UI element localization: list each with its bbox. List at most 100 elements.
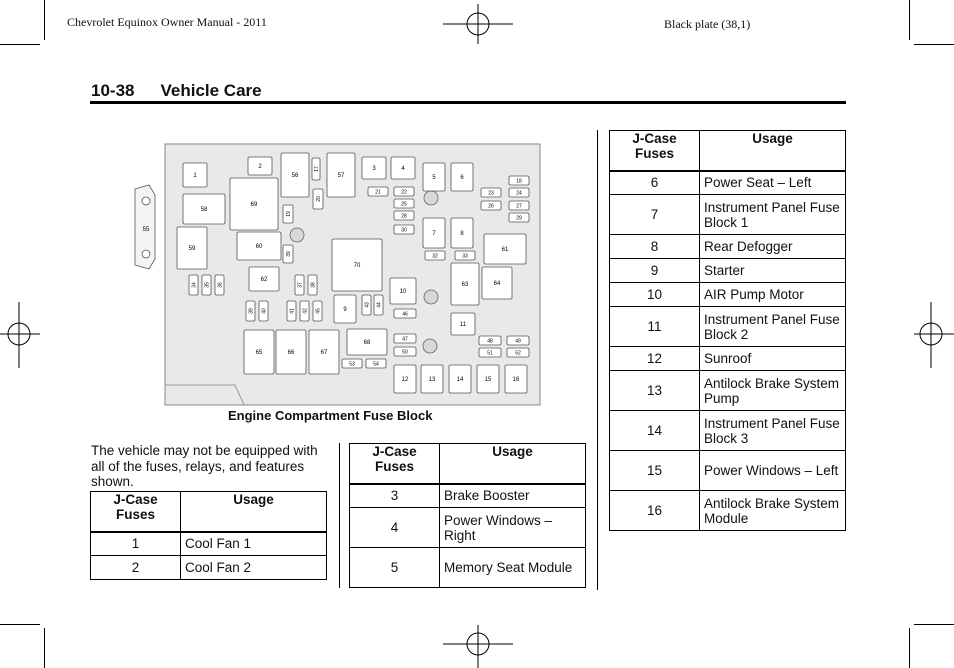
crop-mark [44,0,45,40]
registration-mark [0,302,40,368]
column-header-usage: Usage [180,491,327,532]
fuse-usage: Brake Booster [439,483,586,508]
fuse-slot [476,364,500,394]
fuse-number: 9 [609,258,700,283]
fuse-label: 38 [311,282,317,288]
fuse-slot [326,152,356,198]
fuse-label: 12 [402,377,409,383]
fuse-number: 14 [609,410,700,451]
fuse-label: 56 [292,173,299,179]
registration-mark [914,302,954,368]
fuse-slot [450,217,474,249]
crop-mark [909,628,910,668]
fuse-number: 2 [90,555,181,580]
fuse-slot [422,162,446,192]
fuse-label: 24 [516,191,522,197]
fuse-slot [393,210,415,221]
fuse-slot [236,231,282,261]
fuse-number: 1 [90,531,181,556]
spare-post [423,190,439,206]
fuse-label: 18 [516,179,522,185]
fuse-slot [245,300,256,322]
fuse-slot [188,274,199,296]
column-header-fuses: J-Case Fuses [90,491,181,532]
fuse-slot [393,346,417,357]
fuse-label: 51 [487,351,493,357]
fuse-number: 6 [609,170,700,195]
fuse-label: 36 [218,282,224,288]
fuse-label: 57 [338,173,345,179]
fuse-label: 21 [375,190,381,196]
fuse-slot [333,294,357,324]
fuse-label: 7 [432,231,436,237]
fuse-label: 53 [349,362,355,368]
fuse-usage: Instrument Panel Fuse Block 2 [699,306,846,347]
fuse-slot [280,152,310,198]
fuse-label: 33 [462,254,468,260]
fuse-usage: Sunroof [699,346,846,371]
fuse-slot [480,187,502,198]
fuse-label: 25 [401,202,407,208]
fuse-slot [275,329,307,375]
fuse-label: 39 [286,251,292,257]
fuse-usage: Antilock Brake System Pump [699,370,846,411]
fuse-label: 66 [288,350,295,356]
fuse-number: 8 [609,234,700,259]
running-header: Chevrolet Equinox Owner Manual - 2011 [67,15,267,29]
fuse-label: 6 [460,175,464,181]
fuse-label: 28 [401,214,407,220]
fuse-number: 11 [609,306,700,347]
fuse-label: 15 [485,377,492,383]
spare-post [422,338,438,354]
fuse-label: 45 [316,308,322,314]
fuse-label: 40 [262,308,268,314]
fuse-label: 60 [256,244,263,250]
fuse-slot [478,335,502,346]
fuse-puller [134,184,156,270]
fuse-label: 2 [258,164,262,170]
fuse-usage: Antilock Brake System Module [699,490,846,531]
fuse-slot [311,157,321,181]
fuse-label: 70 [354,263,361,269]
fuse-label: 39 [249,308,255,314]
fuse-label: 27 [516,204,522,210]
fuse-slot [450,262,480,306]
fuse-slot [312,300,323,322]
fuse-label: 55 [143,227,150,233]
table-row: 2 Cool Fan 2 [90,555,327,580]
fuse-usage: Cool Fan 2 [180,555,327,580]
fuse-slot [504,364,528,394]
title-rule [90,101,846,104]
fuse-slot [424,250,446,261]
registration-mark [443,4,513,44]
crop-mark [0,44,40,45]
fuse-number: 13 [609,370,700,411]
fuse-label: 65 [256,350,263,356]
fuse-label: 37 [298,282,304,288]
column-header-usage: Usage [699,130,846,171]
fuse-label: 3 [372,166,376,172]
fuse-slot [480,200,502,211]
fuse-usage: Memory Seat Module [439,547,586,588]
fuse-slot [312,188,324,210]
fuse-slot [331,238,383,292]
fuse-number: 3 [349,483,440,508]
diagram-caption: Engine Compartment Fuse Block [228,408,433,423]
fuse-usage: AIR Pump Motor [699,282,846,307]
fuse-label: 19 [286,211,292,217]
fuse-slot [508,187,530,198]
table-row: 4 Power Windows – Right [349,507,586,548]
fuse-slot [176,226,208,270]
fuse-number: 5 [349,547,440,588]
page-number: 10-38 [91,81,135,100]
fuse-label: 63 [462,282,469,288]
